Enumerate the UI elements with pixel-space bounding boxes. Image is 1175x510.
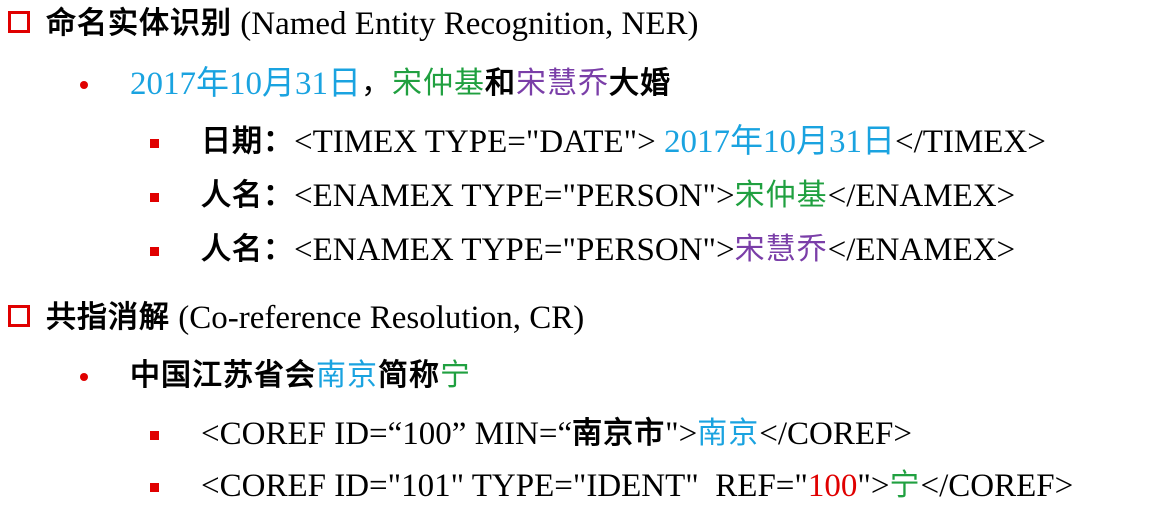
ner-title-cn: 命名实体识别 <box>46 6 232 41</box>
ner-title-en: (Named Entity Recognition, NER) <box>232 6 699 42</box>
item-open-tag-b: "> <box>665 416 698 452</box>
item-value: 宁 <box>889 468 921 503</box>
item-close-tag: </ENAMEX> <box>827 178 1016 214</box>
item-min-value: 南京市 <box>572 416 666 451</box>
example-person-2: 宋慧乔 <box>516 66 609 101</box>
item-close-tag: </COREF> <box>920 468 1074 504</box>
cr-title-en: (Co-reference Resolution, CR) <box>170 300 585 336</box>
bullet-square-icon <box>150 138 159 148</box>
ner-heading: 命名实体识别 (Named Entity Recognition, NER) <box>0 4 699 44</box>
item-label: 人名： <box>201 232 294 267</box>
example-person-1: 宋仲基 <box>392 66 485 101</box>
example-mid: 简称 <box>378 358 440 393</box>
ner-item-person-1: 人名： <ENAMEX TYPE="PERSON"> 宋仲基 </ENAMEX> <box>150 176 1015 216</box>
item-open-tag: <TIMEX TYPE="DATE"> <box>294 124 664 160</box>
item-value: 宋仲基 <box>734 178 828 213</box>
checkbox-bullet-icon <box>8 11 30 33</box>
item-value: 宋慧乔 <box>734 232 828 267</box>
ner-item-date: 日期： <TIMEX TYPE="DATE"> 2017年10月31日 </TI… <box>150 122 1046 162</box>
cr-title-cn: 共指消解 <box>46 300 170 335</box>
example-comma: ， <box>361 66 392 101</box>
bullet-square-icon <box>150 482 159 492</box>
bullet-square-icon <box>150 246 159 256</box>
item-value: 南京 <box>697 416 760 451</box>
item-open-tag: <ENAMEX TYPE="PERSON"> <box>294 178 735 214</box>
item-open-tag-b: "> <box>857 468 890 504</box>
ner-example: 2017年10月31日 ， 宋仲基 和 宋慧乔 大婚 <box>80 64 671 104</box>
bullet-dot-icon <box>80 373 88 381</box>
example-date: 2017年10月31日 <box>130 66 361 102</box>
bullet-square-icon <box>150 430 159 440</box>
cr-item-1: <COREF ID=“100” MIN=“ 南京市 "> 南京 </COREF> <box>150 414 912 454</box>
item-label: 日期： <box>201 124 294 159</box>
checkbox-bullet-icon <box>8 305 30 327</box>
item-ref-value: 100 <box>807 468 858 504</box>
cr-heading: 共指消解 (Co-reference Resolution, CR) <box>0 298 584 338</box>
example-prefix: 中国江苏省会 <box>130 358 316 393</box>
example-city: 南京 <box>316 358 378 393</box>
cr-item-2: <COREF ID="101" TYPE="IDENT" REF=" 100 "… <box>150 466 1073 506</box>
item-close-tag: </ENAMEX> <box>827 232 1016 268</box>
item-label: 人名： <box>201 178 294 213</box>
item-open-tag-a: <COREF ID=“100” MIN=“ <box>201 416 573 452</box>
item-open-tag: <ENAMEX TYPE="PERSON"> <box>294 232 735 268</box>
item-close-tag: </COREF> <box>759 416 912 452</box>
example-abbr: 宁 <box>440 358 471 393</box>
cr-example: 中国江苏省会 南京 简称 宁 <box>80 356 471 396</box>
bullet-dot-icon <box>80 81 88 89</box>
item-open-tag-a: <COREF ID="101" TYPE="IDENT" REF=" <box>201 468 808 504</box>
example-rest: 大婚 <box>609 66 671 101</box>
ner-item-person-2: 人名： <ENAMEX TYPE="PERSON"> 宋慧乔 </ENAMEX> <box>150 230 1015 270</box>
item-value: 2017年10月31日 <box>663 124 895 160</box>
item-close-tag: </TIMEX> <box>894 124 1046 160</box>
bullet-square-icon <box>150 192 159 202</box>
example-and: 和 <box>485 66 516 101</box>
